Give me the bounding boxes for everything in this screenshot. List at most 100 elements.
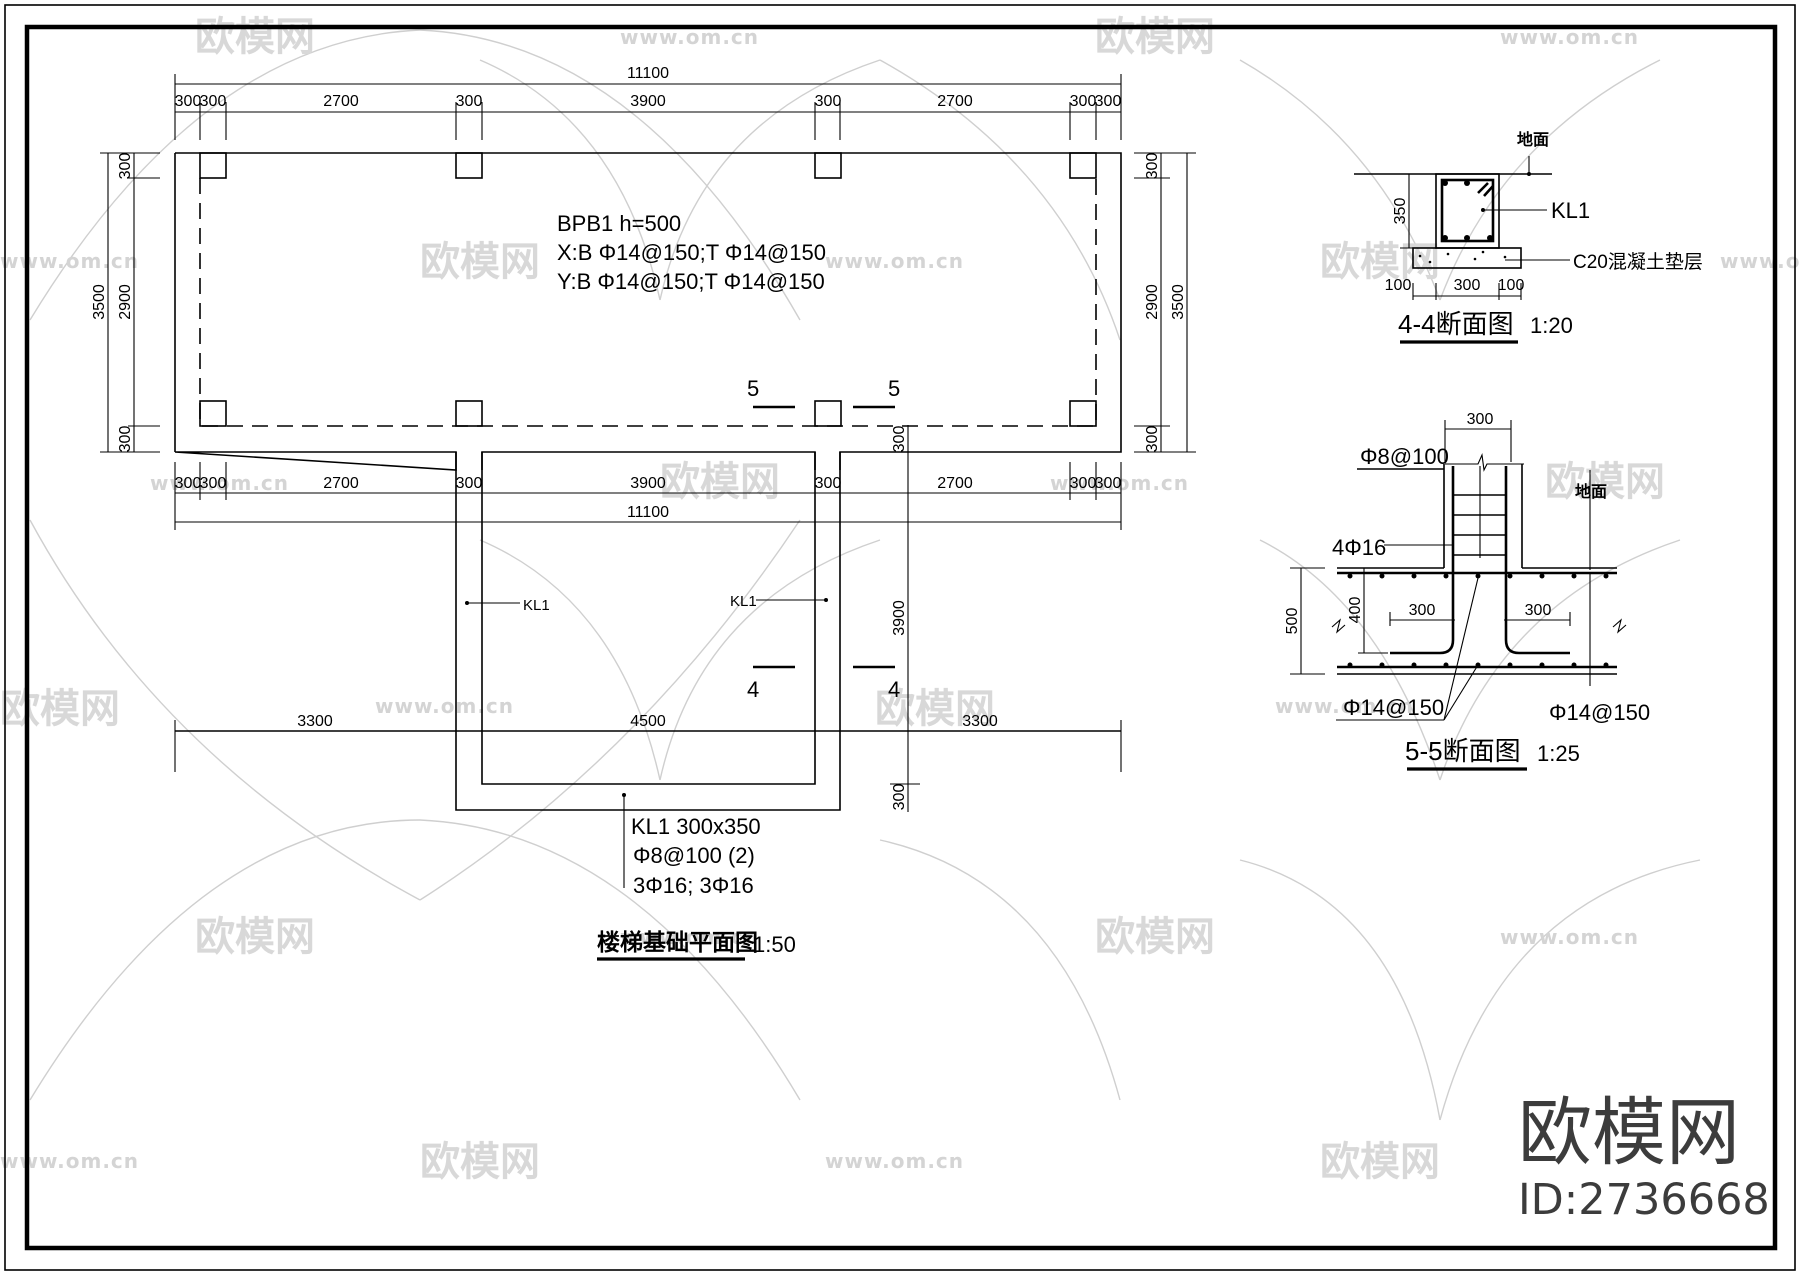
watermark-brand: 欧模网 — [875, 686, 995, 732]
dim-vert-bottom: 300 — [891, 784, 908, 811]
watermark-url: www.om.cn — [0, 249, 139, 273]
section-5-5: 300 Φ8@100 4Φ16 300 300 — [1284, 411, 1650, 771]
dim-top-seg: 300 — [1095, 93, 1122, 110]
section55-top-width: 300 — [1467, 411, 1494, 428]
dim-mid-seg: 300 — [1070, 475, 1097, 492]
outer-frame — [4, 4, 1796, 1271]
dim-mid-total: 11100 — [627, 504, 669, 521]
beam-note-stirrup: Φ8@100 (2) — [633, 843, 755, 868]
dim-top-seg: 3900 — [630, 93, 666, 110]
section-mark-5-right: 5 — [888, 376, 900, 401]
beam-note-bars: 3Φ16; 3Φ16 — [633, 873, 754, 898]
section55-title: 5-5断面图 — [1405, 736, 1521, 766]
watermark-url: www.om.cn — [620, 925, 759, 949]
watermark-brand: 欧模网 — [1320, 239, 1440, 285]
dim-top-seg: 300 — [1070, 93, 1097, 110]
watermark-brand: 欧模网 — [660, 459, 780, 505]
watermark-url: www.om.cn — [1720, 249, 1800, 273]
dim-top-seg: 300 — [200, 93, 227, 110]
dim-left-seg: 2900 — [117, 284, 134, 320]
watermark-brand: 欧模网 — [420, 239, 540, 285]
watermark-brand: 欧模网 — [420, 1139, 540, 1185]
dim-lower-seg: 4500 — [630, 713, 666, 730]
watermark-url: www.om.cn — [0, 1149, 139, 1173]
plan-title: 楼梯基础平面图 — [597, 929, 758, 955]
section44-beam-label: KL1 — [1551, 198, 1590, 223]
dim-top-total: 11100 — [627, 65, 669, 82]
section-4-4: 地面 KL1 C20混凝土垫层 350 100 300 — [1354, 130, 1703, 344]
beam-label-right: KL1 — [730, 593, 757, 610]
watermark-brand: 欧模网 — [1320, 1139, 1440, 1185]
inner-frame — [24, 24, 1778, 1251]
section55-bottom-reinf-left: Φ14@150 — [1343, 695, 1444, 720]
section55-hook-right: 300 — [1525, 602, 1552, 619]
dim-top-seg: 300 — [815, 93, 842, 110]
watermark-url: www.om.cn — [1050, 471, 1189, 495]
section55-stirrup-label: Φ8@100 — [1360, 444, 1449, 469]
section44-width-dim: 300 — [1454, 277, 1481, 294]
section44-ground-label: 地面 — [1517, 130, 1549, 149]
watermark-brand: 欧模网 — [195, 914, 315, 960]
watermark-url: www.om.cn — [1500, 925, 1639, 949]
section55-hook-left: 300 — [1409, 602, 1436, 619]
dim-mid-seg: 300 — [175, 475, 202, 492]
section44-height-dim: 350 — [1392, 198, 1409, 225]
dim-top-seg: 300 — [175, 93, 202, 110]
dim-left-seg: 300 — [117, 426, 134, 453]
beam-label-left: KL1 — [523, 597, 550, 614]
section55-bottom-reinf-right: Φ14@150 — [1549, 700, 1650, 725]
dim-right-seg: 300 — [1144, 153, 1161, 180]
dim-left-seg: 300 — [117, 153, 134, 180]
dim-mid-seg: 2700 — [323, 475, 359, 492]
section44-scale: 1:20 — [1530, 313, 1573, 338]
watermark-brand: 欧模网 — [0, 686, 120, 732]
brand-id: ID:2736668 — [1518, 1175, 1770, 1225]
section-mark-5-left: 5 — [747, 376, 759, 401]
watermark-brand: 欧模网 — [195, 14, 315, 60]
section44-bedding-label: C20混凝土垫层 — [1573, 251, 1703, 273]
dim-right-seg: 2900 — [1144, 284, 1161, 320]
plan-view: 11100 300 300 2700 300 3900 300 2700 300… — [91, 65, 1196, 961]
section55-anchor-dim: 400 — [1347, 597, 1364, 624]
dim-top-seg: 2700 — [323, 93, 359, 110]
watermark-brand: 欧模网 — [1095, 914, 1215, 960]
plan-scale: 1:50 — [753, 932, 796, 957]
watermark-url: www.om.cn — [1275, 694, 1414, 718]
section44-title: 4-4断面图 — [1398, 309, 1514, 339]
dim-mid-seg: 2700 — [937, 475, 973, 492]
dim-vert-top: 300 — [891, 426, 908, 453]
dim-right-seg: 300 — [1144, 426, 1161, 453]
dim-mid-seg: 300 — [815, 475, 842, 492]
dim-mid-seg: 300 — [456, 475, 483, 492]
dim-lower-seg: 3300 — [297, 713, 333, 730]
dim-left-total: 3500 — [91, 284, 108, 320]
slab-name: BPB1 h=500 — [557, 211, 681, 236]
watermark-url: www.om.cn — [375, 694, 514, 718]
dim-vert-middle: 3900 — [891, 600, 908, 636]
dim-mid-seg: 300 — [200, 475, 227, 492]
watermark-brand: 欧模网 — [1545, 459, 1665, 505]
watermark-url: www.om.cn — [825, 249, 964, 273]
section55-bar-label: 4Φ16 — [1332, 535, 1386, 560]
dim-mid-seg: 3900 — [630, 475, 666, 492]
beam-note-size: KL1 300x350 — [631, 814, 761, 839]
watermark-url: www.om.cn — [150, 471, 289, 495]
slab-x-reinf: X:B Φ14@150;T Φ14@150 — [557, 240, 826, 265]
section-mark-4-right: 4 — [888, 677, 900, 702]
brand-logo-text: 欧模网 — [1518, 1090, 1740, 1176]
dim-mid-seg: 300 — [1095, 475, 1122, 492]
section-mark-4-left: 4 — [747, 677, 759, 702]
brand-stamp: 欧模网 ID:2736668 — [1518, 1090, 1770, 1225]
dim-top-seg: 2700 — [937, 93, 973, 110]
section55-depth-dim: 500 — [1284, 608, 1301, 635]
dim-right-total: 3500 — [1170, 284, 1187, 320]
section55-ground-label: 地面 — [1575, 482, 1607, 501]
section44-width-dim: 100 — [1498, 277, 1525, 294]
slab-y-reinf: Y:B Φ14@150;T Φ14@150 — [557, 269, 825, 294]
section44-width-dim: 100 — [1385, 277, 1412, 294]
watermark-layer: 欧模网 欧模网 欧模网 欧模网 欧模网 欧模网 欧模网 欧模网 欧模网 欧模网 … — [0, 14, 1800, 1185]
dim-lower-seg: 3300 — [962, 713, 998, 730]
section55-scale: 1:25 — [1537, 741, 1580, 766]
watermark-brand: 欧模网 — [1095, 14, 1215, 60]
